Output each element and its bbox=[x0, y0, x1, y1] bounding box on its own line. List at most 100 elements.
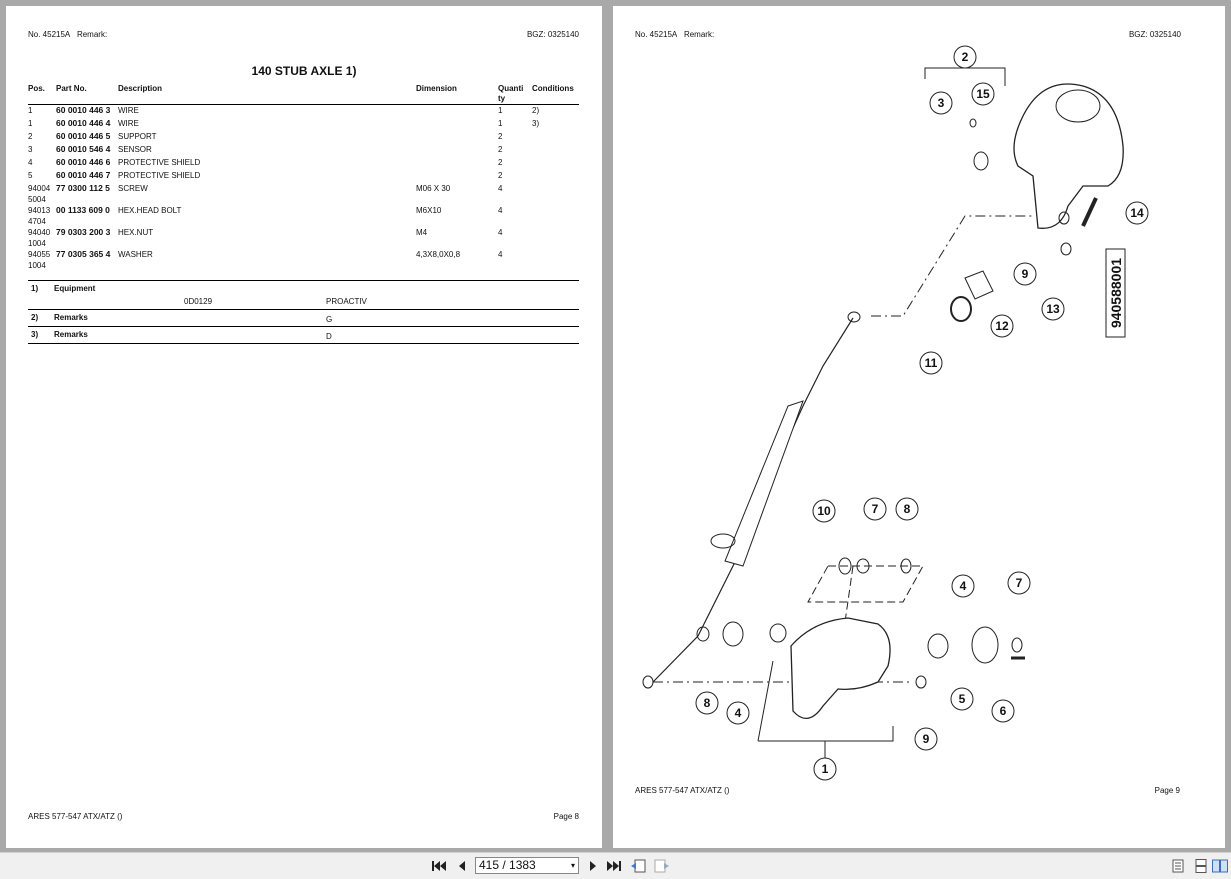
cable-end-bottom bbox=[642, 675, 654, 689]
callout-7-top: 7 bbox=[863, 497, 887, 521]
callout-5: 5 bbox=[950, 687, 974, 711]
drawing-id: 940588001 bbox=[1105, 248, 1126, 338]
page-dropdown-icon[interactable]: ▾ bbox=[570, 861, 575, 870]
note-title: Equipment bbox=[54, 284, 96, 293]
table-row: 94013 4704 00 1133 609 0 HEX.HEAD BOLT M… bbox=[28, 205, 579, 227]
cell-dim bbox=[416, 105, 498, 119]
svg-text:10: 10 bbox=[817, 504, 831, 518]
cell-qty: 4 bbox=[498, 250, 503, 259]
previous-view-icon[interactable] bbox=[630, 858, 646, 874]
right-page: No. 45215A Remark: BGZ: 0325140 bbox=[613, 6, 1225, 848]
svg-text:6: 6 bbox=[1000, 704, 1007, 718]
callout-11: 11 bbox=[919, 351, 943, 375]
cell-dim bbox=[416, 157, 498, 170]
shield-12 bbox=[964, 270, 994, 300]
cell-desc: WIRE bbox=[118, 106, 139, 115]
cell-desc: PROTECTIVE SHIELD bbox=[118, 158, 201, 167]
cell-pos: 2 bbox=[28, 132, 33, 141]
cell-part-no: 79 0303 200 3 bbox=[56, 227, 111, 237]
callout-2: 2 bbox=[953, 45, 977, 69]
cell-part-no: 77 0300 112 5 bbox=[56, 183, 110, 193]
note-equipment: 1) Equipment bbox=[28, 280, 579, 297]
cable-end-top bbox=[847, 311, 861, 323]
cell-desc: PROTECTIVE SHIELD bbox=[118, 171, 201, 180]
bgz-number: BGZ: 0325140 bbox=[1128, 30, 1181, 39]
remark-label: Remark: bbox=[76, 30, 108, 39]
svg-text:11: 11 bbox=[925, 356, 938, 370]
cell-pos: 3 bbox=[28, 145, 33, 154]
nut-8-top bbox=[900, 558, 912, 574]
cell-cond: 3) bbox=[532, 119, 540, 128]
cell-qty: 1 bbox=[498, 106, 503, 115]
svg-text:3: 3 bbox=[938, 96, 945, 110]
table-row: 94040 1004 79 0303 200 3 HEX.NUT M4 4 bbox=[28, 227, 579, 249]
viewer-toolbar: 415 / 1383 ▾ bbox=[0, 852, 1231, 879]
remark-label: Remark: bbox=[683, 30, 715, 39]
table-row: 1 60 0010 446 3 WIRE 1 2) bbox=[28, 105, 579, 119]
cell-desc: SUPPORT bbox=[118, 132, 157, 141]
notes-bottom-rule bbox=[28, 343, 579, 344]
cell-dim bbox=[416, 131, 498, 144]
callout-4-right: 4 bbox=[951, 574, 975, 598]
notes-section: 1) Equipment 0D0129 PROACTIV 2) Remarks … bbox=[28, 280, 579, 344]
doc-number: No. 45215A Remark: bbox=[635, 30, 714, 39]
equipment-value: PROACTIV bbox=[326, 297, 367, 306]
doc-number-text: No. 45215A bbox=[635, 30, 678, 39]
table-row: 2 60 0010 446 5 SUPPORT 2 bbox=[28, 131, 579, 144]
cell-dim bbox=[416, 170, 498, 183]
footer-model: ARES 577-547 ATX/ATZ () bbox=[28, 812, 123, 821]
callout-10: 10 bbox=[812, 499, 836, 523]
washer-10 bbox=[838, 557, 852, 575]
svg-text:14: 14 bbox=[1130, 206, 1144, 220]
single-page-view-icon[interactable] bbox=[1170, 858, 1186, 874]
cell-pos: 5 bbox=[28, 171, 33, 180]
cell-part-no: 60 0010 446 5 bbox=[56, 131, 111, 141]
equipment-code: 0D0129 bbox=[184, 297, 213, 306]
svg-text:7: 7 bbox=[872, 502, 879, 516]
cell-desc: WASHER bbox=[118, 250, 153, 259]
svg-text:12: 12 bbox=[995, 319, 1009, 333]
cell-qty: 4 bbox=[498, 228, 503, 237]
next-view-icon[interactable] bbox=[654, 858, 670, 874]
cell-desc: SENSOR bbox=[118, 145, 152, 154]
table-row: 5 60 0010 446 7 PROTECTIVE SHIELD 2 bbox=[28, 170, 579, 183]
pin-14 bbox=[1081, 197, 1098, 227]
note-equipment-detail: 0D0129 PROACTIV bbox=[28, 297, 579, 308]
cell-qty: 2 bbox=[498, 158, 503, 167]
nut-13 bbox=[1060, 242, 1072, 256]
footer-page: Page 8 bbox=[553, 812, 579, 821]
cell-cond bbox=[532, 170, 579, 183]
page-indicator: 415 / 1383 bbox=[479, 858, 536, 872]
nut-7-right bbox=[1011, 637, 1023, 653]
bgz-number: BGZ: 0325140 bbox=[526, 30, 579, 39]
lower-axle-body bbox=[790, 617, 891, 719]
facing-view-icon[interactable] bbox=[1212, 858, 1228, 874]
cell-part-no: 77 0305 365 4 bbox=[56, 249, 111, 259]
sensor-4-right bbox=[927, 633, 949, 659]
ring-11 bbox=[950, 296, 972, 322]
nut-7-top bbox=[856, 558, 870, 574]
next-page-icon[interactable] bbox=[585, 858, 601, 874]
cell-pos: 4 bbox=[28, 158, 33, 167]
cell-qty: 2 bbox=[498, 145, 503, 154]
cell-cond: 2) bbox=[532, 106, 540, 115]
cell-pos: 94040 1004 bbox=[28, 228, 51, 248]
bolt-15 bbox=[969, 118, 977, 128]
note-key: 1) bbox=[31, 284, 39, 293]
prev-page-icon[interactable] bbox=[454, 858, 470, 874]
cell-cond bbox=[532, 205, 579, 227]
svg-text:9: 9 bbox=[1022, 267, 1029, 281]
first-page-icon[interactable] bbox=[431, 858, 447, 874]
col-conditions: Conditions bbox=[532, 84, 579, 105]
page-number-input[interactable]: 415 / 1383 ▾ bbox=[475, 857, 579, 874]
col-description: Description bbox=[118, 84, 416, 105]
cell-dim bbox=[416, 144, 498, 157]
callout-14: 14 bbox=[1125, 201, 1149, 225]
svg-text:15: 15 bbox=[976, 87, 990, 101]
svg-text:1: 1 bbox=[822, 762, 829, 776]
cell-desc: HEX.NUT bbox=[118, 228, 154, 237]
continuous-view-icon[interactable] bbox=[1193, 858, 1209, 874]
last-page-icon[interactable] bbox=[606, 858, 622, 874]
svg-text:8: 8 bbox=[704, 696, 711, 710]
col-dimension: Dimension bbox=[416, 84, 498, 105]
